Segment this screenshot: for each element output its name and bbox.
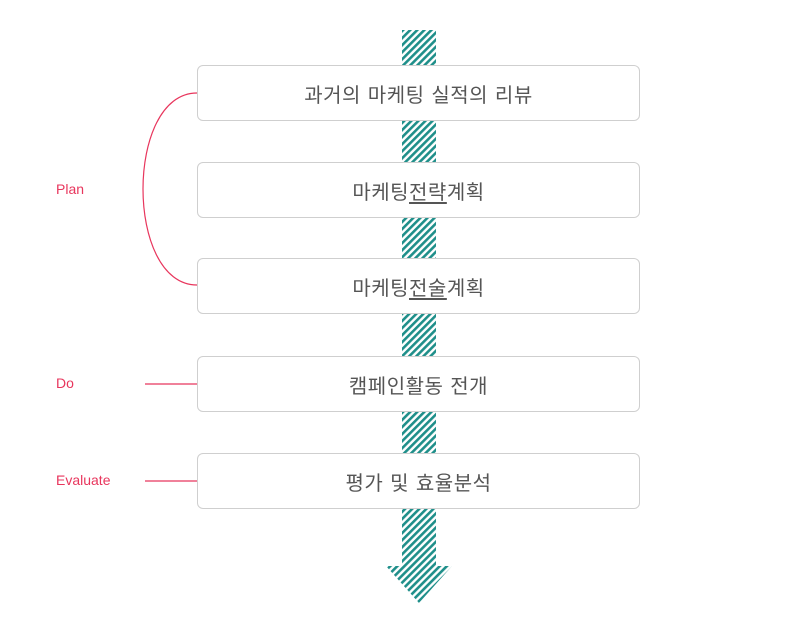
phase-plan-label: Plan — [56, 181, 85, 197]
step-tactics-post: 계획 — [446, 275, 485, 300]
step-past-review: 과거의 마케팅 실적의 리뷰 — [197, 65, 640, 121]
step-past-review-label: 과거의 마케팅 실적의 리뷰 — [304, 82, 533, 107]
step-strategy-underlined: 전략 — [409, 179, 447, 204]
step-tactics-pre: 마케팅 — [352, 275, 410, 300]
step-evaluation-label: 평가 및 효율분석 — [345, 470, 492, 495]
step-strategy-pre: 마케팅 — [352, 179, 410, 204]
step-campaign-label: 캠페인활동 전개 — [348, 373, 489, 398]
step-campaign: 캠페인활동 전개 — [197, 356, 640, 412]
phase-do-label: Do — [56, 375, 74, 391]
phase-evaluate-label: Evaluate — [56, 472, 111, 488]
step-strategy-post: 계획 — [446, 179, 485, 204]
plan-bracket — [142, 92, 198, 286]
arrow-head — [386, 566, 452, 603]
step-tactics-underlined: 전술 — [409, 275, 447, 300]
step-evaluation: 평가 및 효율분석 — [197, 453, 640, 509]
